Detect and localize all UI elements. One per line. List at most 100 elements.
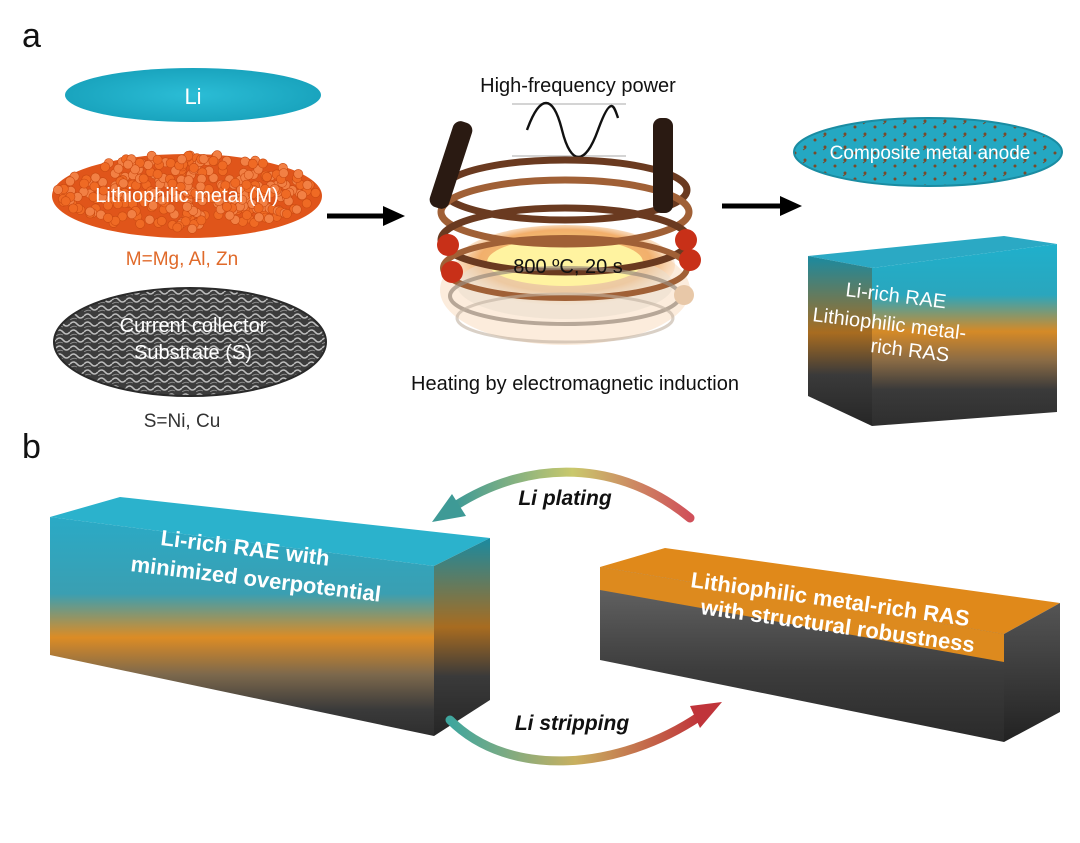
current-collector-disk (53, 287, 327, 397)
metal-bead (253, 203, 264, 214)
metal-bead (221, 201, 232, 212)
metal-bead (117, 211, 128, 222)
metal-bead (264, 213, 274, 224)
metal-bead (180, 216, 191, 227)
composite-anode-disk (793, 117, 1063, 187)
metal-bead (247, 158, 258, 169)
lithium-disk (65, 68, 321, 122)
metal-bead (297, 190, 307, 201)
metal-bead (281, 189, 291, 199)
metal-bead (261, 171, 272, 182)
metal-bead (301, 198, 312, 209)
process-arrow-2 (722, 196, 802, 216)
metal-bead (60, 196, 71, 207)
metal-bead (281, 208, 292, 219)
metal-bead (138, 173, 149, 184)
metal-bead (85, 206, 95, 217)
metal-bead (126, 209, 137, 220)
metal-bead (130, 164, 140, 175)
temperature-label: 800 ºC, 20 s (513, 256, 623, 278)
metal-bead (241, 179, 252, 190)
metal-bead (241, 210, 252, 220)
metal-bead (176, 154, 187, 165)
metal-bead (113, 163, 124, 174)
metal-bead (144, 214, 155, 225)
metal-bead (148, 188, 159, 198)
metal-bead (103, 200, 113, 211)
metal-bead (260, 184, 270, 194)
metal-bead (195, 189, 205, 200)
metal-bead (237, 194, 248, 205)
metal-bead (152, 169, 163, 179)
metal-bead (165, 203, 176, 214)
metal-bead (135, 218, 146, 229)
metal-options-label: M=Mg, Al, Zn (126, 249, 238, 270)
metal-bead (175, 181, 186, 192)
induction-coil (429, 118, 701, 345)
composite-anode-block (808, 236, 1057, 426)
metal-bead (269, 183, 280, 194)
metal-bead (224, 210, 235, 221)
metal-bead (168, 186, 178, 197)
metal-bead (230, 177, 241, 188)
power-label: High-frequency power (480, 75, 676, 97)
sine-wave-icon (512, 101, 626, 159)
metal-bead (118, 178, 129, 189)
metal-bead (152, 154, 163, 165)
metal-bead (258, 158, 268, 169)
metal-bead (79, 178, 89, 189)
process-arrow-1 (327, 206, 405, 226)
metal-bead (291, 204, 302, 215)
composite-anode-label: Composite metal anode (830, 143, 1031, 164)
rae-block (50, 497, 490, 736)
collector-label-line1: Current collector (120, 315, 267, 337)
substrate-options-label: S=Ni, Cu (144, 411, 221, 432)
metal-bead (143, 160, 153, 170)
metal-bead (198, 153, 209, 164)
metal-bead (220, 180, 231, 191)
plating-arrow (432, 467, 695, 523)
metal-bead (196, 215, 207, 226)
metal-bead (139, 197, 150, 208)
collector-label-line2: Substrate (S) (134, 342, 252, 364)
lithiophilic-metal-disk (52, 150, 322, 238)
metal-bead (148, 200, 158, 211)
plating-label: Li plating (518, 487, 611, 510)
metal-bead (100, 162, 110, 172)
metal-bead (123, 159, 133, 170)
metal-bead (302, 179, 313, 190)
metal-bead (121, 191, 132, 202)
metal-bead (208, 155, 219, 166)
metal-bead (217, 160, 228, 171)
metal-bead (293, 169, 304, 179)
metal-bead (156, 216, 167, 226)
metal-bead (172, 222, 183, 233)
metal-bead (208, 172, 219, 183)
stripping-arrow (445, 702, 722, 766)
metal-bead (188, 162, 199, 173)
ras-block (600, 548, 1060, 742)
stripping-label: Li stripping (515, 712, 629, 735)
metal-bead (88, 192, 99, 202)
heating-label: Heating by electromagnetic induction (411, 373, 739, 395)
panel-b-label: b (22, 428, 41, 466)
metal-bead (103, 212, 113, 223)
metal-bead (98, 185, 109, 196)
metal-bead (65, 176, 75, 187)
metal-bead (90, 172, 101, 183)
metal-bead (254, 212, 264, 223)
metal-bead (132, 190, 142, 201)
metal-bead (243, 169, 254, 180)
metal-bead (310, 187, 321, 198)
lithiophilic-metal-label: Lithiophilic metal (M) (95, 185, 278, 207)
metal-bead (53, 184, 63, 195)
metal-bead (183, 175, 194, 186)
metal-bead (207, 192, 218, 203)
metal-bead (157, 195, 167, 206)
panel-a-label: a (22, 17, 41, 55)
metal-bead (187, 223, 198, 234)
metal-bead (182, 201, 192, 212)
metal-bead (278, 168, 289, 178)
lithium-label: Li (184, 84, 201, 109)
metal-bead (68, 203, 79, 214)
